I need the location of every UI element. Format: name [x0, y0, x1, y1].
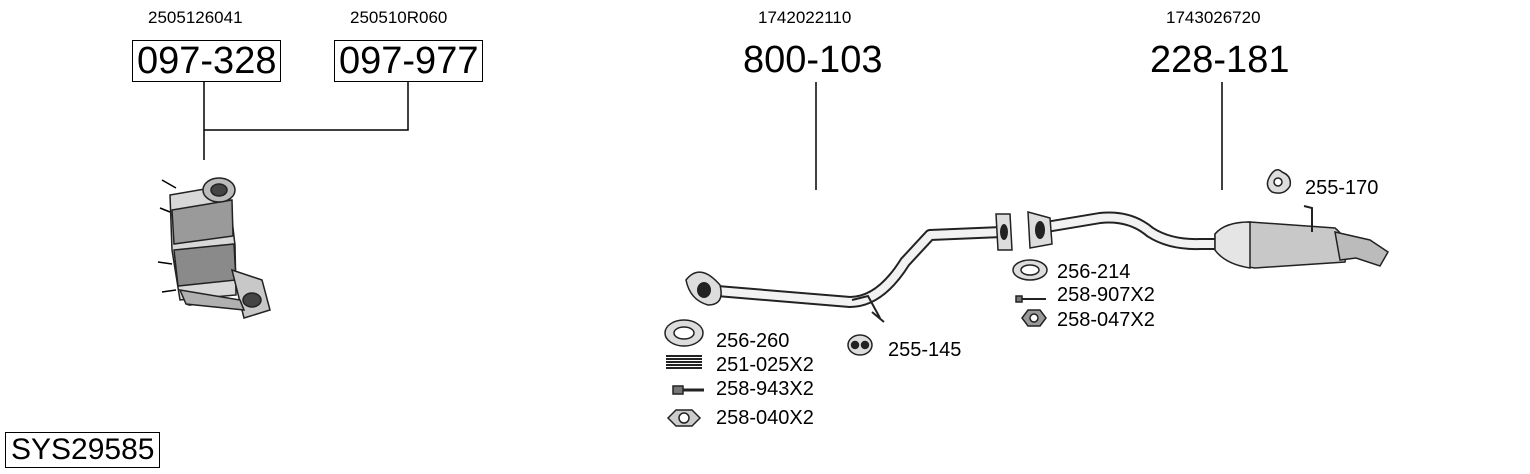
front-pipe-drawing — [685, 213, 1013, 323]
part-number-800-103[interactable]: 800-103 — [743, 39, 883, 81]
accessory-front-gasket[interactable]: 256-260 — [716, 330, 790, 352]
accessory-nut-rear[interactable]: 258-047X2 — [1057, 309, 1155, 331]
catalytic-converter-drawing — [157, 177, 271, 319]
nut-front-icon — [666, 409, 702, 427]
leader-line-097-977 — [204, 82, 409, 131]
rear-muffler-drawing — [1027, 205, 1389, 269]
accessory-bolt-front[interactable]: 258-943X2 — [716, 378, 814, 400]
spring-icon — [666, 355, 702, 369]
hanger-rear-icon — [1266, 169, 1292, 194]
accessory-spring[interactable]: 251-025X2 — [716, 354, 814, 376]
oem-number-2: 250510R060 — [350, 8, 448, 27]
part-number-097-328[interactable]: 097-328 — [132, 40, 282, 82]
hanger-mid-icon — [847, 334, 873, 356]
accessory-bolt-rear[interactable]: 258-907X2 — [1057, 284, 1155, 306]
bolt-front-icon — [672, 385, 704, 395]
accessory-hanger-mid[interactable]: 255-145 — [888, 339, 962, 361]
gasket-rear-icon — [1012, 259, 1048, 281]
accessory-nut-front[interactable]: 258-040X2 — [716, 407, 814, 429]
nut-rear-icon — [1021, 309, 1047, 327]
accessory-hanger-rear[interactable]: 255-170 — [1305, 177, 1379, 199]
oem-number-3: 1742022110 — [758, 8, 852, 27]
part-number-097-977[interactable]: 097-977 — [334, 40, 484, 82]
accessory-gasket-rear[interactable]: 256-214 — [1057, 261, 1131, 283]
oem-number-1: 2505126041 — [148, 8, 243, 27]
leader-lines — [203, 82, 1223, 190]
front-gasket-icon — [664, 319, 704, 347]
bolt-rear-icon — [1015, 295, 1046, 303]
oem-number-4: 1743026720 — [1166, 8, 1261, 27]
part-number-228-181[interactable]: 228-181 — [1150, 39, 1290, 81]
system-code: SYS29585 — [5, 432, 161, 468]
